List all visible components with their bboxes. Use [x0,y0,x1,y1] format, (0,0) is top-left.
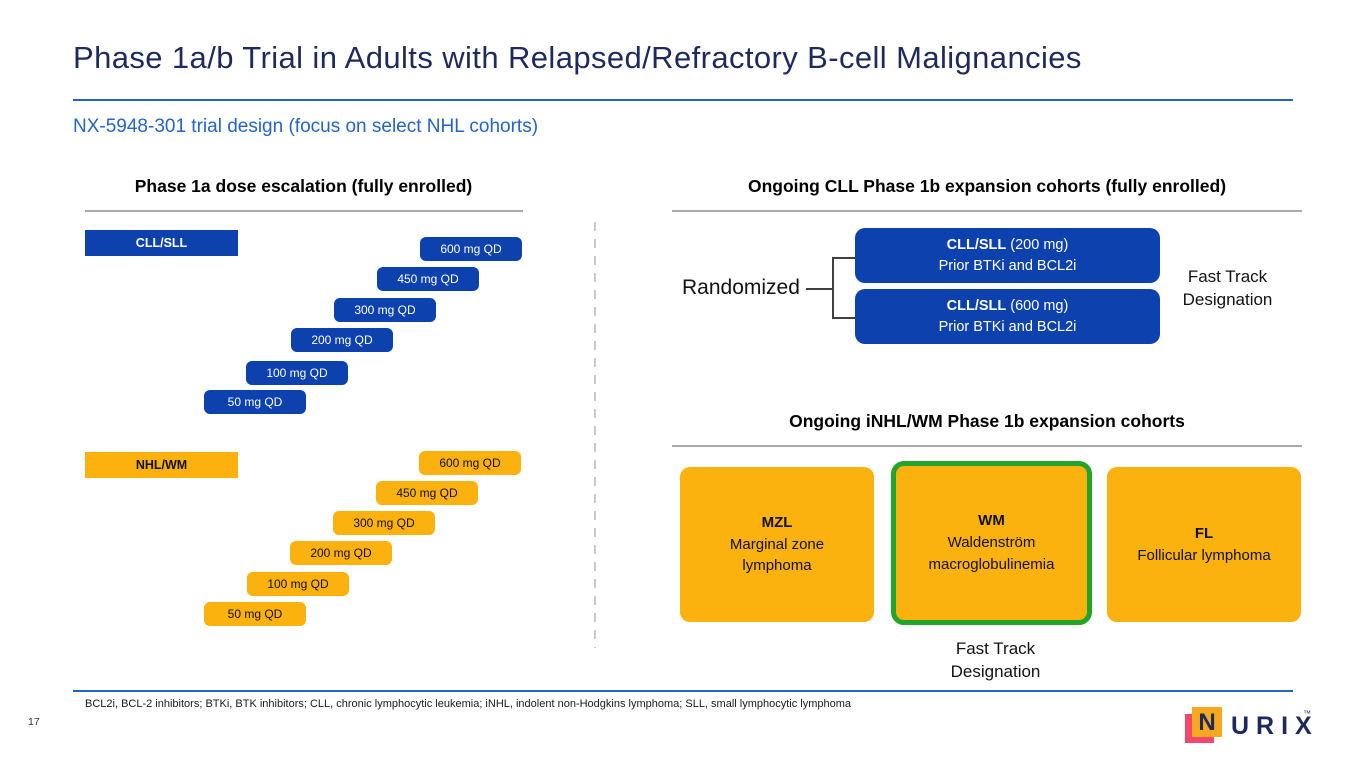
logo-letter-n: N [1198,709,1216,736]
cohort-name-line: Marginal zone [729,535,825,553]
cohort-box-fl: FL Follicular lymphoma [1107,467,1301,622]
dose-box-cll-300mg: 300 mg QD [334,298,436,322]
cohort-title: CLL/SLL(600 mg) [946,298,1069,315]
cohort-abbr: FL [1194,524,1214,542]
slide-subtitle: NX-5948-301 trial design (focus on selec… [73,116,539,137]
dose-box-cll-200mg: 200 mg QD [291,328,393,352]
cohort-name-line: macroglobulinemia [928,555,1055,573]
logo-wordmark: URIX [1231,712,1319,740]
bracket-line [832,257,856,259]
page-number: 17 [28,716,40,728]
dose-box-nhl-100mg: 100 mg QD [247,572,349,596]
phase1a-section-header: Phase 1a dose escalation (fully enrolled… [134,176,473,196]
fast-track-designation-wm: Fast Track Designation [950,639,1041,681]
group-label-cll-sll: CLL/SLL [85,230,238,256]
bracket-line [832,257,834,318]
dose-box-cll-50mg: 50 mg QD [204,390,306,414]
logo-yellow-square [1192,707,1222,737]
fast-track-designation-cll: Fast Track Designation [1182,267,1273,309]
cohort-subtitle: Prior BTKi and BCL2i [938,257,1077,274]
cohort-name-line: Waldenström [947,534,1036,552]
cohort-box-wm-highlighted: WM Waldenström macroglobulinemia [891,461,1092,625]
dose-box-nhl-600mg: 600 mg QD [419,451,521,475]
cll-expansion-section-header: Ongoing CLL Phase 1b expansion cohorts (… [747,176,1227,196]
cohort-box-mzl: MZL Marginal zone lymphoma [680,467,874,622]
page-title: Phase 1a/b Trial in Adults with Relapsed… [73,40,1082,75]
cohort-box-cll-200mg: CLL/SLL(200 mg) Prior BTKi and BCL2i [855,228,1160,283]
cohort-title: CLL/SLL(200 mg) [946,237,1069,254]
dose-box-cll-100mg: 100 mg QD [246,361,348,385]
dose-box-nhl-200mg: 200 mg QD [290,541,392,565]
cohort-name-line: Follicular lymphoma [1137,546,1271,564]
trademark-symbol: ™ [1303,709,1311,718]
vertical-dashed-divider [594,222,596,648]
cohort-abbr: WM [978,512,1005,530]
group-label-nhl-wm: NHL/WM [85,452,238,478]
footer-divider [73,690,1293,692]
randomized-label: Randomized [682,276,800,299]
dose-box-cll-450mg: 450 mg QD [377,267,479,291]
inhl-expansion-section-divider [672,445,1302,447]
bracket-line [806,288,833,290]
dose-box-cll-600mg: 600 mg QD [420,237,522,261]
title-divider [73,99,1293,101]
dose-box-nhl-300mg: 300 mg QD [333,511,435,535]
cll-expansion-section-divider [672,210,1302,212]
inhl-expansion-section-header: Ongoing iNHL/WM Phase 1b expansion cohor… [789,411,1185,431]
dose-box-nhl-50mg: 50 mg QD [204,602,306,626]
cohort-name-line: lymphoma [742,557,812,575]
cohort-subtitle: Prior BTKi and BCL2i [938,318,1077,335]
phase1a-section-divider [85,210,523,212]
nurix-logo: N URIX ™ [1185,704,1325,750]
bracket-line [832,317,856,319]
cohort-box-cll-600mg: CLL/SLL(600 mg) Prior BTKi and BCL2i [855,289,1160,344]
dose-box-nhl-450mg: 450 mg QD [376,481,478,505]
abbreviations-footnote: BCL2i, BCL-2 inhibitors; BTKi, BTK inhib… [85,698,852,710]
cohort-abbr: MZL [761,513,793,531]
